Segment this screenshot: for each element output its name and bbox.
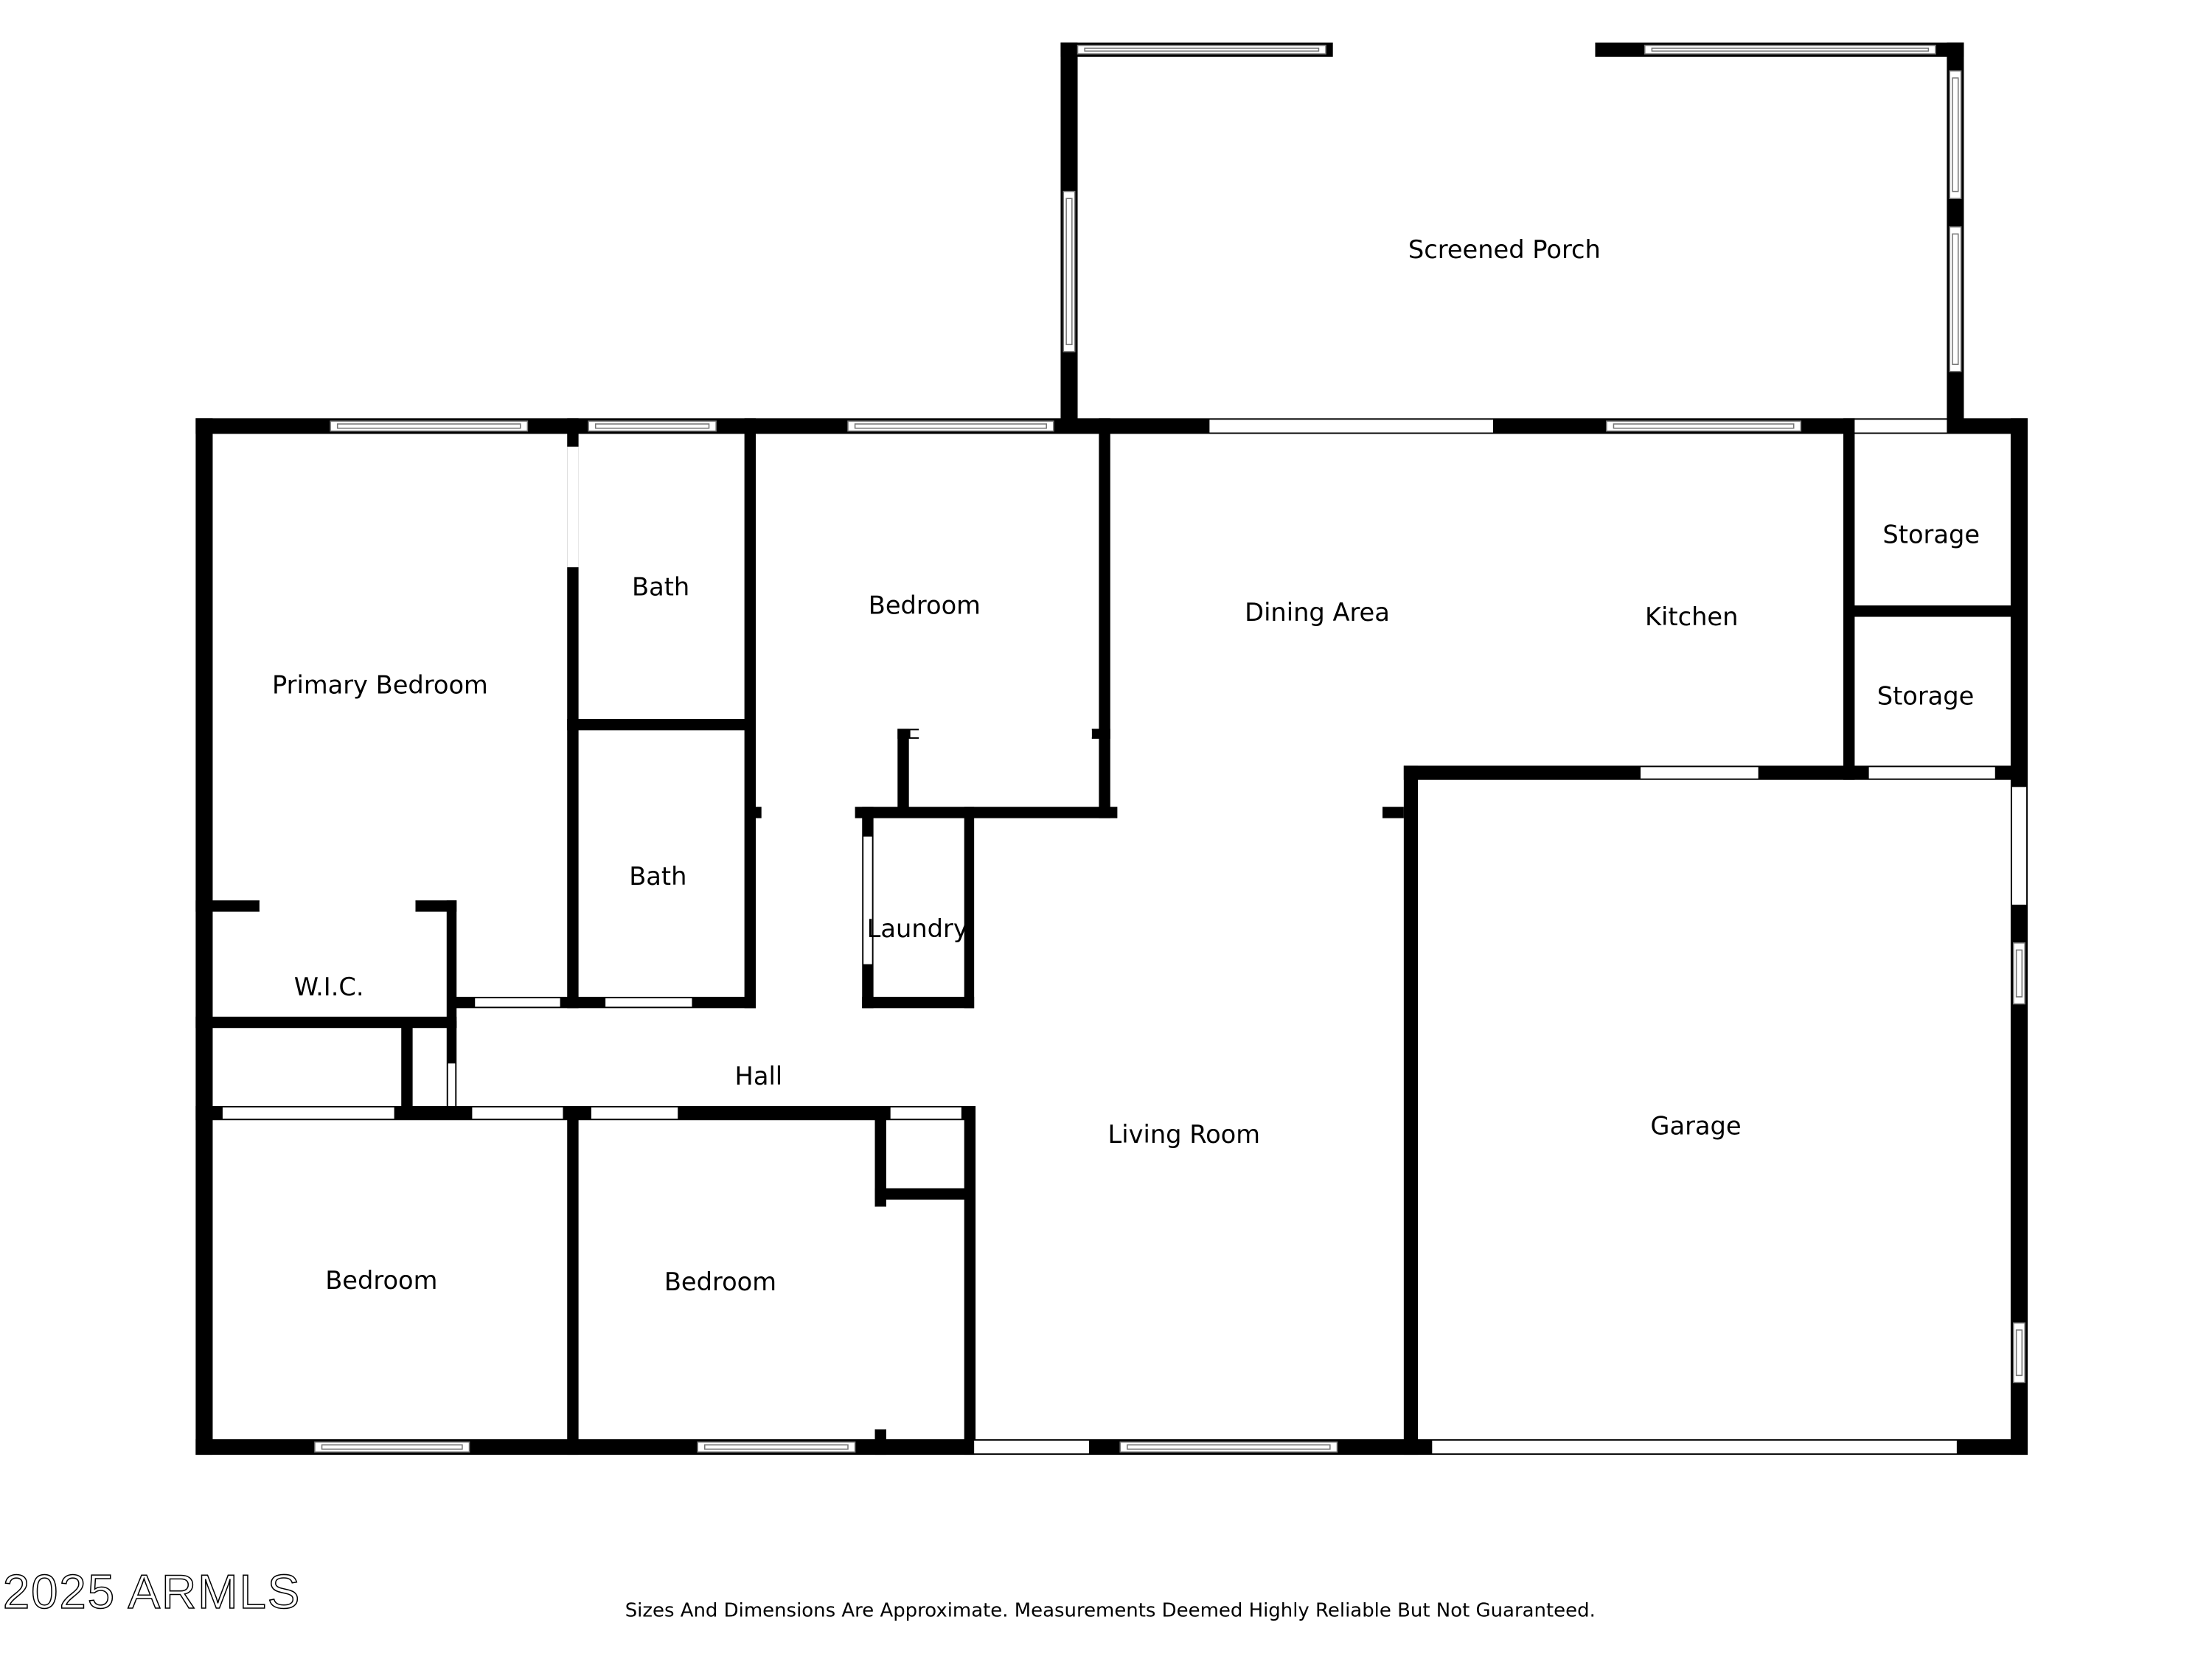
room-label-garage: Garage xyxy=(1650,1111,1741,1140)
wall-segment xyxy=(1091,728,1110,739)
room-label-bath: Bath xyxy=(629,862,686,891)
wall-segment xyxy=(964,1106,976,1455)
window-pane xyxy=(1084,47,1320,52)
window-pane xyxy=(336,423,521,429)
door-opening xyxy=(222,1107,394,1119)
wall-segment xyxy=(874,1113,886,1207)
door-opening xyxy=(1209,420,1493,433)
wall-segment xyxy=(1099,418,1110,818)
door-opening xyxy=(974,1440,1089,1454)
wall-segment xyxy=(415,900,457,912)
wall-segment xyxy=(195,900,260,912)
wall-segment xyxy=(401,1020,413,1118)
room-label-bedroom: Bedroom xyxy=(869,591,981,620)
window-pane xyxy=(321,1444,463,1450)
wall-segment xyxy=(195,1016,457,1029)
wall-segment xyxy=(1382,807,1404,818)
room-label-laundry: Laundry xyxy=(867,914,968,943)
room-label-living-room: Living Room xyxy=(1108,1120,1261,1149)
door-opening xyxy=(876,1206,885,1430)
disclaimer-text: Sizes And Dimensions Are Approximate. Me… xyxy=(625,1599,1596,1621)
window-pane xyxy=(1613,423,1795,429)
wall-segment xyxy=(964,807,975,1009)
room-label-storage: Storage xyxy=(1877,682,1975,711)
window-pane xyxy=(2015,1329,2023,1377)
room-label-bedroom: Bedroom xyxy=(664,1267,776,1296)
door-opening xyxy=(605,998,692,1007)
wall-segment xyxy=(1403,765,1419,1455)
door-opening xyxy=(1854,420,1947,433)
wall-segment xyxy=(567,719,756,731)
window-pane xyxy=(1952,233,1959,365)
wall-segment xyxy=(756,807,762,818)
window-pane xyxy=(1952,77,1959,192)
wall-segment xyxy=(897,728,909,817)
room-label-hall: Hall xyxy=(735,1062,783,1091)
wall-segment xyxy=(855,807,1118,818)
door-opening xyxy=(448,1063,456,1106)
door-opening xyxy=(890,1107,961,1119)
window-pane xyxy=(1127,1444,1331,1450)
door-opening xyxy=(2011,787,2027,905)
door-opening xyxy=(591,1107,678,1119)
door-opening xyxy=(472,1107,563,1119)
room-label-primary-bedroom: Primary Bedroom xyxy=(272,670,488,699)
wall-segment xyxy=(2010,418,2028,1455)
room-label-wic: W.I.C. xyxy=(294,973,364,1001)
wall-segment xyxy=(195,418,213,1455)
wall-segment xyxy=(567,1113,579,1455)
door-opening xyxy=(863,836,872,964)
door-opening xyxy=(259,902,416,911)
wall-segment xyxy=(446,900,457,1029)
room-label-storage: Storage xyxy=(1882,520,1980,549)
wall-segment xyxy=(1843,605,2028,617)
wall-segment xyxy=(874,1429,886,1455)
wall-segment xyxy=(744,418,756,1009)
room-label-screened-porch: Screened Porch xyxy=(1408,235,1601,264)
walls xyxy=(195,42,2028,1455)
room-label-bedroom: Bedroom xyxy=(325,1266,437,1295)
window-pane xyxy=(1651,47,1930,52)
door-opening xyxy=(1432,1440,1957,1454)
window-pane xyxy=(1065,198,1073,346)
room-label-dining-area: Dining Area xyxy=(1245,598,1390,627)
door-opening xyxy=(1641,767,1759,779)
door-opening xyxy=(910,730,1092,737)
room-label-kitchen: Kitchen xyxy=(1645,602,1738,631)
door-opening xyxy=(475,998,560,1007)
window-pane xyxy=(594,423,710,429)
room-label-bath: Bath xyxy=(632,573,689,602)
openings xyxy=(222,44,2027,1454)
wall-segment xyxy=(1843,418,1855,780)
window-pane xyxy=(854,423,1047,429)
door-opening xyxy=(1868,767,1995,779)
window-pane xyxy=(704,1444,849,1450)
watermark: 2025 ARMLS xyxy=(3,1565,301,1618)
wall-segment xyxy=(874,1188,972,1200)
window-pane xyxy=(2015,949,2023,998)
wall-segment xyxy=(862,996,975,1009)
door-opening xyxy=(567,446,579,568)
